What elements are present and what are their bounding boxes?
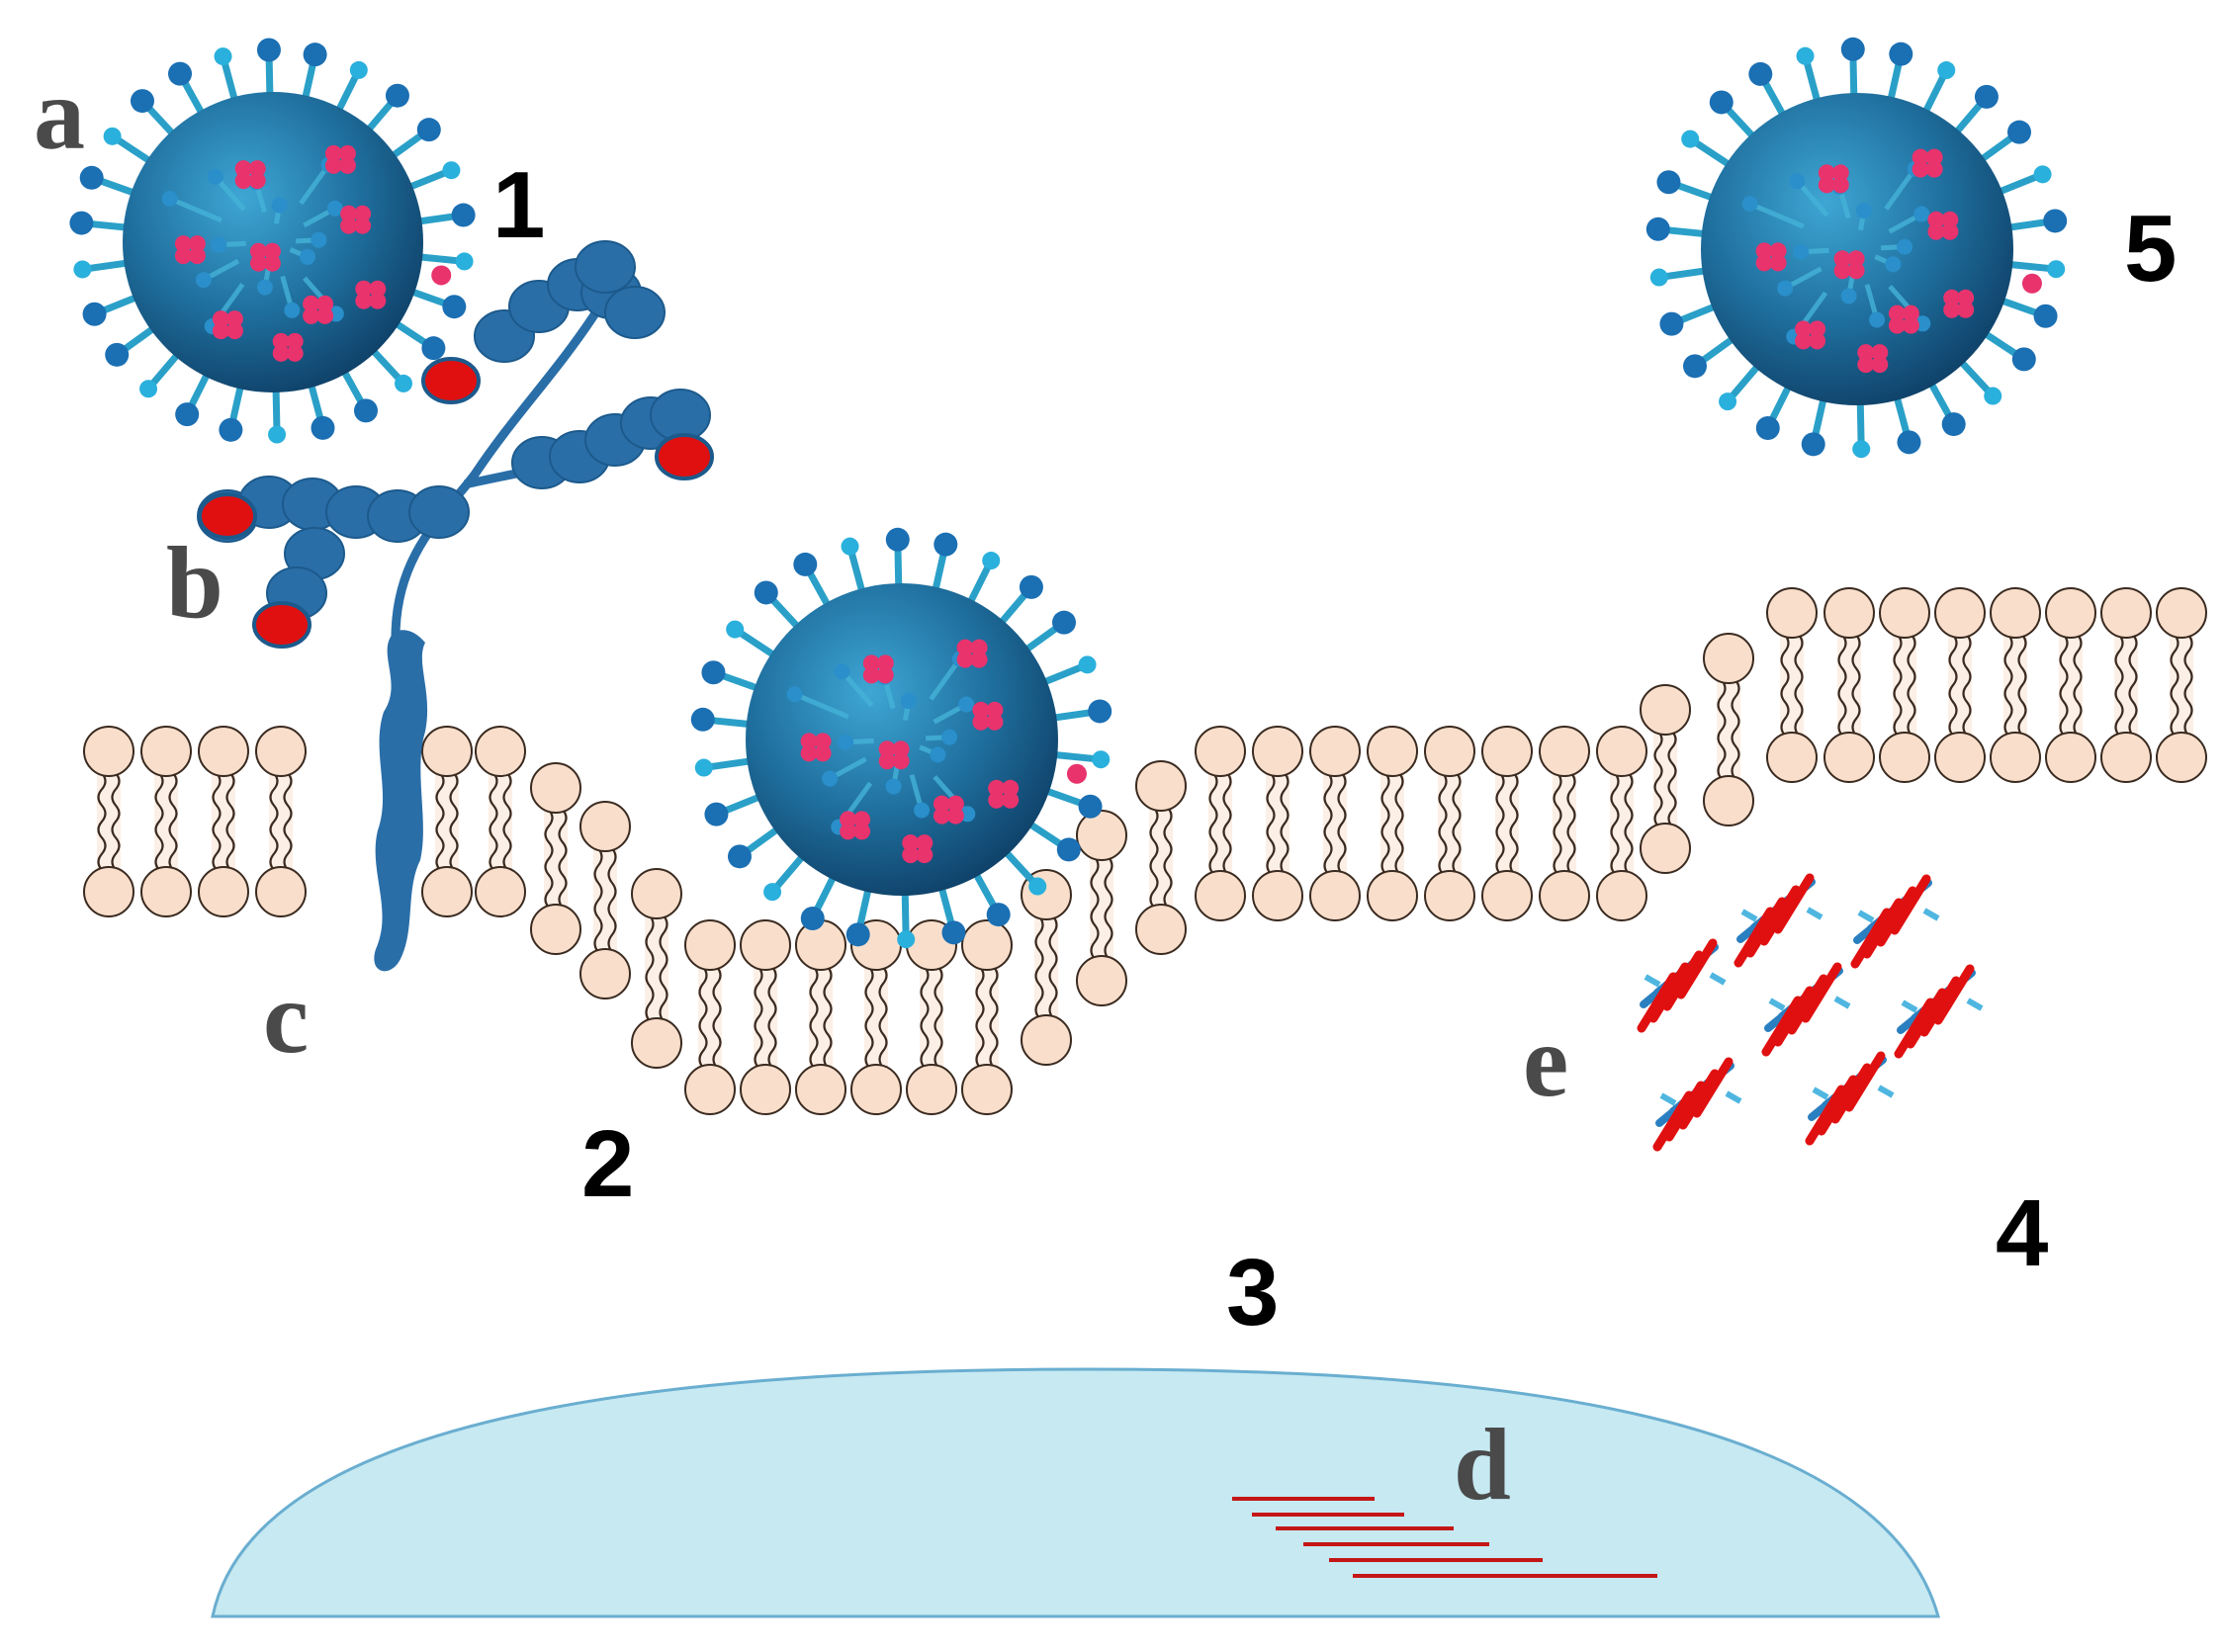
- nucleus: [211, 1367, 1940, 1618]
- part-label-c: c: [263, 961, 310, 1075]
- step-label-2: 2: [581, 1111, 635, 1217]
- lipid-bilayer-icon: [83, 587, 2207, 1115]
- part-label-b: b: [166, 526, 223, 640]
- step-label-1: 1: [492, 152, 546, 258]
- ace2-receptor-icon: [197, 240, 714, 972]
- step-label-4: 4: [1996, 1180, 2049, 1286]
- virus-particle-step-2: [690, 527, 1112, 949]
- step-label-5: 5: [2124, 196, 2178, 302]
- part-label-a: a: [34, 57, 85, 171]
- virus-particle-step-1: [69, 38, 476, 444]
- part-label-e: e: [1523, 1004, 1569, 1118]
- viral-protein-cluster-icon: [1637, 873, 1984, 1152]
- virus-particle-step-5: [1645, 37, 2068, 459]
- step-label-3: 3: [1226, 1240, 1280, 1346]
- part-label-d: d: [1454, 1408, 1511, 1522]
- rna-strand-icon: [1232, 1497, 1657, 1578]
